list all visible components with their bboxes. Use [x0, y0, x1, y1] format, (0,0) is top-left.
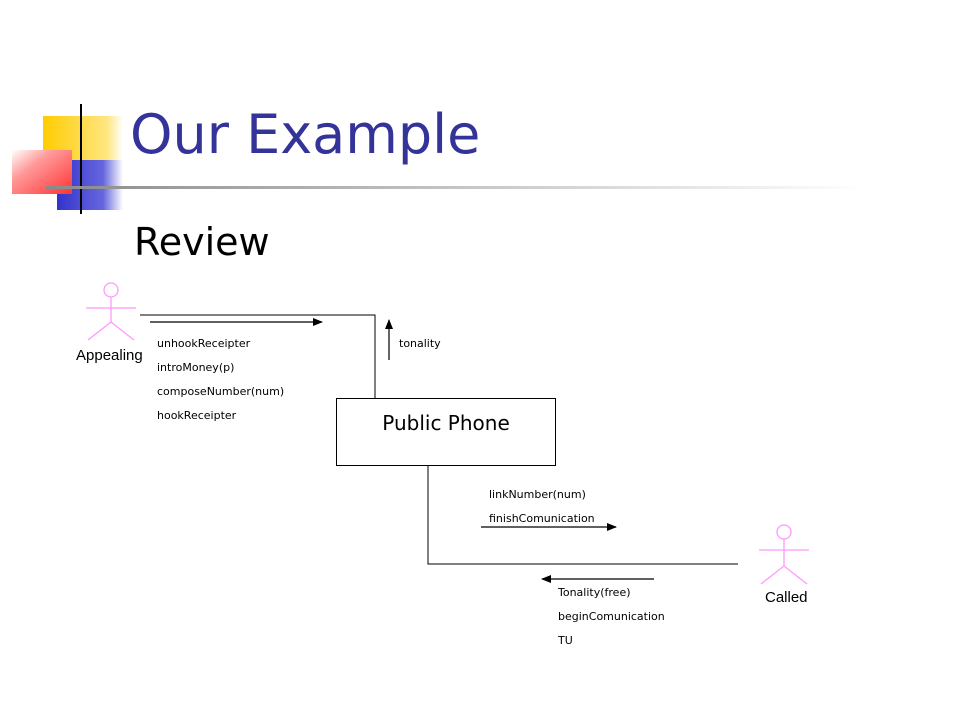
appealing-actor-figure [86, 282, 136, 341]
message-label: Tonality(free) [558, 586, 631, 599]
connector-phone-called [427, 466, 738, 565]
public-phone-label: Public Phone [382, 411, 510, 435]
called-actor-figure [759, 524, 809, 585]
message-label: introMoney(p) [157, 361, 235, 374]
actor-called-label: Called [765, 589, 808, 606]
message-label: linkNumber(num) [489, 488, 586, 501]
public-phone-box: Public Phone [336, 398, 556, 466]
connector-appealing-phone [140, 314, 376, 398]
message-label: beginComunication [558, 610, 665, 623]
title-underline [46, 186, 866, 189]
message-label: tonality [399, 337, 441, 350]
slide-subtitle: Review [134, 220, 270, 264]
message-label: hookReceipter [157, 409, 237, 422]
message-label: composeNumber(num) [157, 385, 285, 398]
title-decoration [12, 104, 866, 214]
message-label: finishComunication [489, 512, 595, 525]
actor-appealing-label: Appealing [76, 347, 143, 364]
messages-phone-to-called: linkNumber(num) finishComunication [489, 483, 595, 531]
messages-phone-to-appealing: tonality [399, 332, 441, 356]
messages-appealing-to-phone: unhookReceipter introMoney(p) composeNum… [157, 332, 284, 428]
message-label: unhookReceipter [157, 337, 251, 350]
slide-title: Our Example [130, 103, 481, 166]
message-label: TU [558, 634, 573, 647]
messages-called-to-phone: Tonality(free) beginComunication TU [558, 581, 665, 653]
